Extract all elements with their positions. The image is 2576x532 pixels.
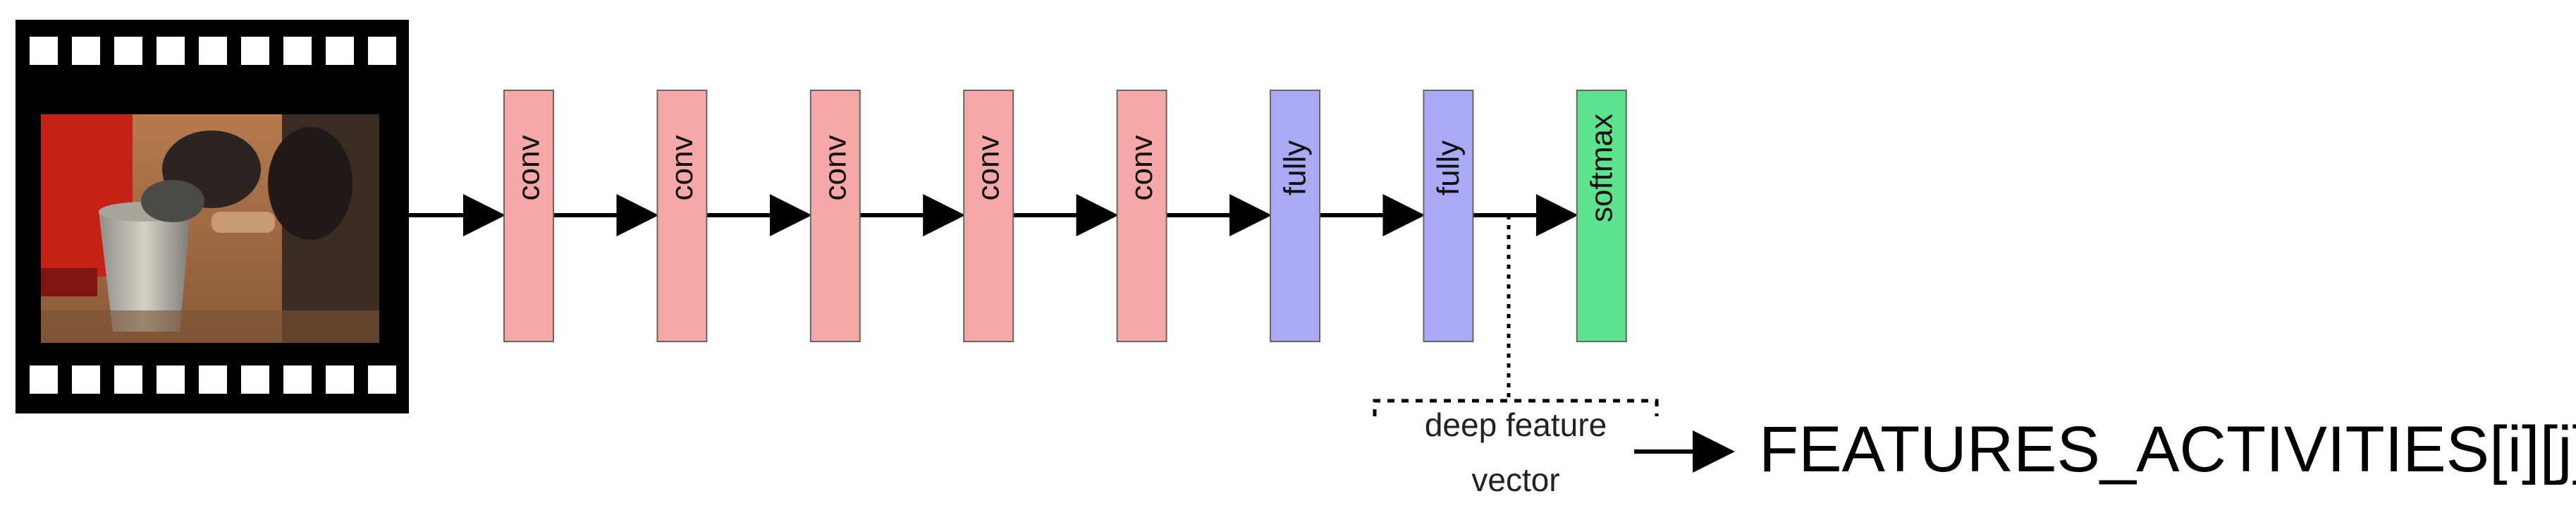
layer-label: conv xyxy=(1124,135,1159,201)
layer-box xyxy=(656,90,708,342)
layer-box xyxy=(963,90,1014,342)
layer-box xyxy=(503,90,554,342)
film-holes-top xyxy=(30,37,396,65)
video-film-frame-icon xyxy=(16,20,409,413)
feature-vector-bracket xyxy=(1373,399,1659,416)
layer-box xyxy=(1423,90,1474,342)
feature-caption-line2: vector xyxy=(1471,461,1559,498)
layer-conv-3: conv xyxy=(809,90,861,342)
film-holes-bottom xyxy=(30,365,396,394)
layer-label: conv xyxy=(512,135,546,201)
layer-box xyxy=(1116,90,1167,342)
input-video-photo xyxy=(41,114,379,343)
layer-conv-4: conv xyxy=(963,90,1014,342)
layer-softmax-8: softmax xyxy=(1576,90,1627,342)
layer-label: softmax xyxy=(1584,114,1619,222)
layer-label: conv xyxy=(971,135,1006,201)
layer-label: conv xyxy=(818,135,852,201)
layer-label: fully xyxy=(1278,140,1313,195)
layer-conv-1: conv xyxy=(503,90,554,342)
layer-label: fully xyxy=(1431,140,1466,195)
layer-fully-7: fully xyxy=(1423,90,1474,342)
layer-box xyxy=(1576,90,1627,342)
layer-conv-5: conv xyxy=(1116,90,1167,342)
layer-conv-2: conv xyxy=(656,90,708,342)
feature-caption-line1: deep feature xyxy=(1425,406,1607,443)
network-layers: conv conv conv conv conv fully fully softmax xyxy=(503,90,1627,342)
layer-label: conv xyxy=(665,135,699,201)
layer-fully-6: fully xyxy=(1270,90,1320,342)
layer-box xyxy=(809,90,861,342)
output-label: FEATURES_ACTIVITIES[i][j] xyxy=(1759,413,2576,485)
layer-box xyxy=(1270,90,1320,342)
